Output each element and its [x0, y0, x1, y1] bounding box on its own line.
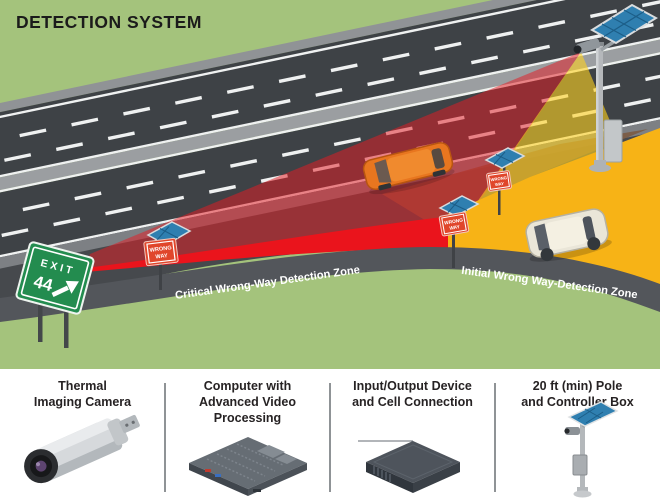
exit-sign: EXIT 44 — [15, 241, 95, 348]
scene-illustration: Critical Wrong-Way Detection Zone Initia… — [0, 0, 660, 369]
legend-divider — [329, 383, 331, 492]
wrong-way-text: WAY — [155, 253, 168, 260]
legend-divider — [164, 383, 166, 492]
legend-divider — [494, 383, 496, 492]
wrong-way-sign-1: WRONG WAY — [143, 221, 192, 290]
thermal-camera — [573, 38, 601, 54]
wrong-way-text: WRONG — [444, 217, 464, 226]
exit-arrow-head — [65, 280, 79, 294]
legend-item-pole: 20 ft (min) Pole and Controller Box — [495, 369, 660, 500]
wrong-way-text: WRONG — [490, 175, 507, 182]
legend-label-line: Processing — [213, 411, 282, 425]
page-title: DETECTION SYSTEM — [16, 12, 202, 32]
initial-zone-car — [525, 208, 612, 262]
controller-box — [603, 119, 623, 163]
video-processor-icon — [188, 437, 307, 496]
wrong-way-text: WRONG — [149, 245, 172, 254]
wrong-way-text: WAY — [495, 181, 505, 187]
legend-label-line: Thermal — [58, 379, 107, 393]
legend-item-video-computer: Computer with Advanced Video Processing — [165, 369, 330, 500]
legend-label: Computer with Advanced Video Processing — [165, 369, 330, 426]
wrong-way-sign-2: WRONG WAY — [438, 195, 480, 268]
wrong-way-text: WAY — [449, 224, 461, 232]
legend-label-line: Computer with — [203, 379, 292, 393]
legend-label: Thermal Imaging Camera — [0, 369, 165, 410]
wrong-way-car — [362, 141, 455, 195]
legend-label: Input/Output Device and Cell Connection — [330, 369, 495, 410]
wrong-way-sign-3: WRONG WAY — [484, 147, 526, 215]
pole-icon — [563, 401, 619, 498]
legend-strip: Thermal Imaging Camera — [0, 369, 660, 500]
exit-arrow-icon — [51, 285, 69, 297]
legend-item-io-device: Input/Output Device and Cell Connection — [330, 369, 495, 500]
legend-item-thermal-camera: Thermal Imaging Camera — [0, 369, 165, 500]
legend-label-line: Advanced Video — [198, 395, 297, 409]
controller-box — [572, 454, 587, 476]
legend-label-line: 20 ft (min) Pole — [532, 379, 623, 393]
exit-number: 44 — [32, 272, 56, 295]
detection-pole — [573, 3, 658, 172]
thermal-camera — [563, 427, 580, 435]
thermal-camera-icon — [23, 415, 140, 484]
legend-label-line: Imaging Camera — [33, 395, 132, 409]
legend-label-line: Input/Output Device — [353, 379, 472, 393]
shoulder-band — [0, 247, 660, 322]
legend-label-line: and Cell Connection — [352, 395, 473, 409]
io-device-icon — [357, 440, 460, 493]
